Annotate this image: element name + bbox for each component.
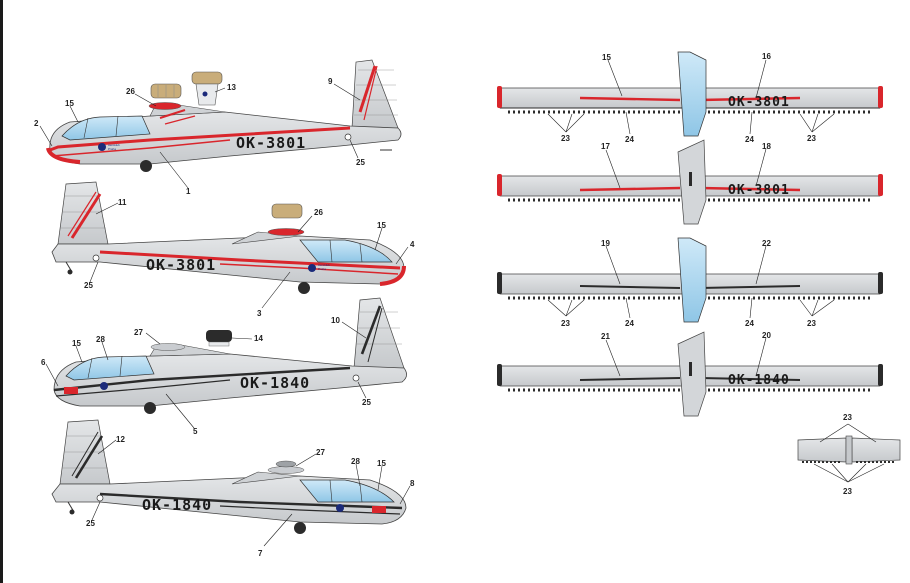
registration-text: OK-1840 xyxy=(728,373,790,388)
sheet-border-left xyxy=(0,0,3,583)
label: 13 xyxy=(227,83,236,92)
wing-cap-top xyxy=(150,83,182,99)
plan-view-2: OK-3801 17 18 xyxy=(497,139,883,225)
label: 15 xyxy=(65,99,74,108)
label: 24 xyxy=(745,319,754,328)
canopy xyxy=(299,479,395,503)
label: 25 xyxy=(86,519,95,528)
registration-text: OK-3801 xyxy=(236,134,306,152)
registration-text: OK-3801 xyxy=(728,95,790,110)
label: 15 xyxy=(377,221,386,230)
label: 15 xyxy=(72,339,81,348)
registration-text: OK-1840 xyxy=(142,496,212,514)
registration-text: OK-3801 xyxy=(146,256,216,274)
label: 23 xyxy=(843,487,852,496)
svg-text:Aeroklub: Aeroklub xyxy=(318,263,330,267)
label: 6 xyxy=(41,358,46,367)
label: 14 xyxy=(254,334,263,343)
label: 4 xyxy=(410,240,415,249)
label: 20 xyxy=(762,331,771,340)
label: 22 xyxy=(762,239,771,248)
label: 5 xyxy=(193,427,198,436)
label: 2 xyxy=(34,119,39,128)
label: 24 xyxy=(625,319,634,328)
plan-view-3: 19 22 23 24 24 23 xyxy=(497,237,883,328)
label: 23 xyxy=(807,319,816,328)
label: 28 xyxy=(96,335,105,344)
label: 26 xyxy=(314,208,323,217)
fuselage-canopy xyxy=(677,237,707,323)
label: 18 xyxy=(762,142,771,151)
label: 23 xyxy=(561,319,570,328)
label: 1 xyxy=(186,187,191,196)
canopy xyxy=(65,355,155,381)
label: 24 xyxy=(625,135,634,144)
label: 27 xyxy=(316,448,325,457)
label: 9 xyxy=(328,77,333,86)
registration-text: OK-3801 xyxy=(728,183,790,198)
canopy xyxy=(299,239,393,263)
side-view-3: OK-1840 27 14 10 6 15 28 25 5 xyxy=(41,297,407,436)
svg-text:Praha: Praha xyxy=(318,267,326,271)
label: 27 xyxy=(134,328,143,337)
plan-view-1: OK-3801 15 16 23 24 24 23 xyxy=(497,51,883,144)
label: 17 xyxy=(601,142,610,151)
detail-14 xyxy=(206,330,232,347)
label: 26 xyxy=(126,87,135,96)
label: 8 xyxy=(410,479,415,488)
label: 25 xyxy=(356,158,365,167)
label: 12 xyxy=(116,435,125,444)
label: 11 xyxy=(118,198,127,207)
label: 15 xyxy=(602,53,611,62)
label: 23 xyxy=(843,413,852,422)
plan-view-4: OK-1840 21 20 xyxy=(497,331,883,417)
label: 23 xyxy=(561,134,570,143)
label: 24 xyxy=(745,135,754,144)
label: 19 xyxy=(601,239,610,248)
label: 28 xyxy=(351,457,360,466)
detail-13 xyxy=(191,71,223,106)
label: 21 xyxy=(601,332,610,341)
label: 25 xyxy=(84,281,93,290)
side-view-4: OK-1840 12 27 28 15 8 25 7 xyxy=(51,419,415,558)
label: 15 xyxy=(377,459,386,468)
label: 16 xyxy=(762,52,771,61)
canopy xyxy=(61,115,151,141)
svg-text:Aeroklub: Aeroklub xyxy=(108,143,120,147)
registration-text: OK-1840 xyxy=(240,374,310,392)
fuselage-canopy xyxy=(677,51,707,137)
label: 7 xyxy=(258,549,263,558)
label: 3 xyxy=(257,309,262,318)
label: 23 xyxy=(807,134,816,143)
label: 25 xyxy=(362,398,371,407)
label: 10 xyxy=(331,316,340,325)
svg-text:Praha: Praha xyxy=(108,147,116,151)
tailplane-view: 23 23 xyxy=(797,413,901,496)
